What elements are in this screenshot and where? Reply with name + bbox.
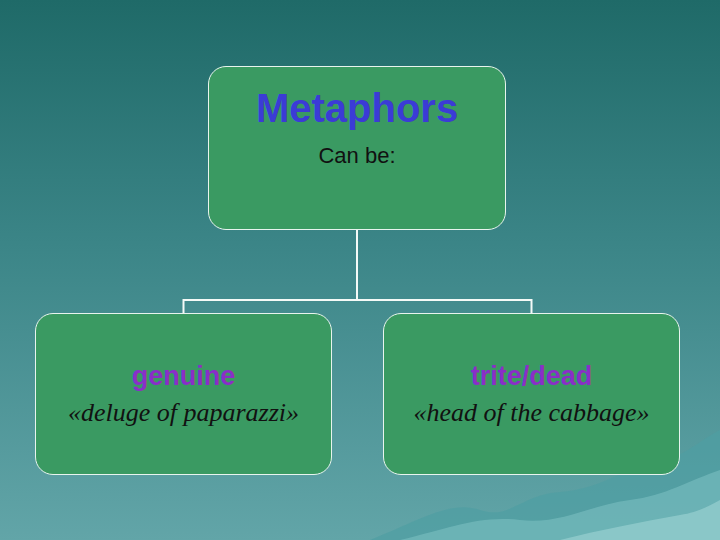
tree-connector — [357, 230, 532, 313]
category-box: genuine «deluge of paparazzi» — [35, 313, 332, 475]
category-title: trite/dead — [471, 360, 593, 392]
root-box: MetaphorsCan be: — [208, 66, 506, 230]
subheading-text: Can be: — [318, 143, 395, 169]
category-title: genuine — [132, 360, 236, 392]
tree-connector — [184, 230, 358, 313]
example-text: «head of the cabbage» — [413, 397, 649, 428]
category-box: trite/dead «head of the cabbage» — [383, 313, 680, 475]
wave-shape — [560, 500, 720, 540]
heading-text: Metaphors — [256, 85, 458, 131]
example-text: «deluge of paparazzi» — [68, 397, 299, 428]
wave-shape — [400, 470, 720, 540]
